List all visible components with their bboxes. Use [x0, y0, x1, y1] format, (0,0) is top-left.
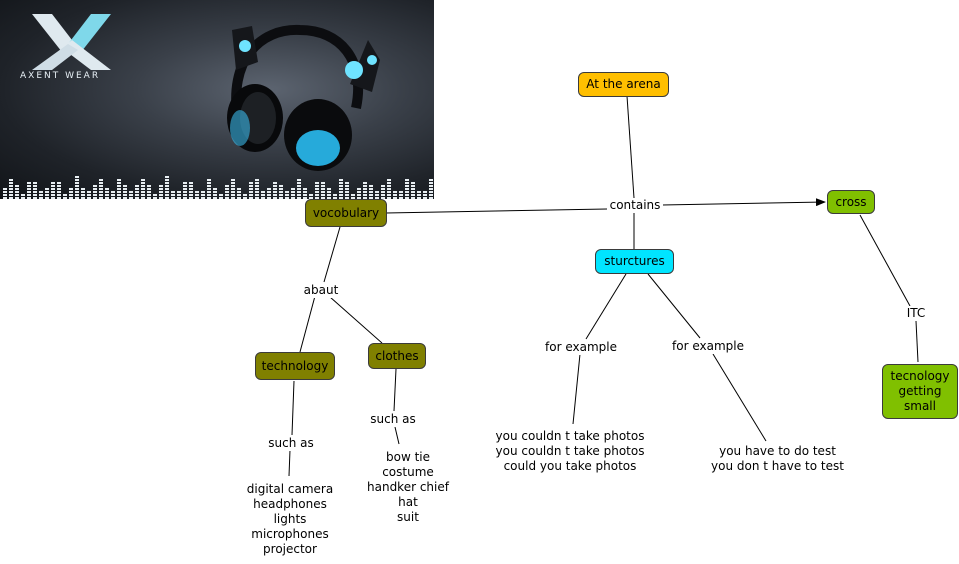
concept-tecnology-getting-small[interactable]: tecnology getting small	[882, 364, 958, 419]
link-vocobulary-abaut	[323, 226, 341, 283]
equalizer-bars	[3, 176, 433, 199]
concept-technology[interactable]: technology	[255, 352, 335, 380]
link-contains-vocobulary	[385, 208, 608, 214]
link-itc-tecnology	[915, 320, 919, 363]
list-test-examples: you have to do test you don t have to te…	[711, 444, 844, 473]
link-sturctures-forexample2	[647, 273, 701, 339]
phrase-for-example-photos: for example	[540, 340, 622, 355]
list-technology-items: digital camera headphones lights microph…	[246, 482, 334, 556]
cat-ear-headphones-icon	[227, 24, 380, 171]
banner-art	[3, 14, 433, 199]
link-abaut-technology	[299, 295, 316, 353]
concept-clothes[interactable]: clothes	[368, 343, 426, 369]
link-sturctures-forexample1	[585, 273, 627, 340]
concept-vocobulary[interactable]: vocobulary	[305, 199, 387, 227]
x-logo-icon	[32, 14, 111, 70]
link-suchas-clothesitems	[394, 426, 400, 445]
phrase-such-as-technology: such as	[264, 436, 318, 451]
phrase-itc: ITC	[902, 306, 930, 321]
concept-sturctures[interactable]: sturctures	[595, 249, 674, 274]
link-technology-suchas	[291, 380, 295, 436]
link-suchas-techitems	[288, 449, 291, 477]
link-cross-itc	[859, 214, 911, 307]
phrase-abaut: abaut	[300, 283, 342, 298]
list-clothes-items: bow tie costume handker chief hat suit	[367, 450, 449, 524]
link-contains-cross	[661, 198, 826, 207]
link-forexample2-test	[712, 353, 767, 442]
concept-cross[interactable]: cross	[827, 190, 875, 214]
concept-at-the-arena[interactable]: At the arena	[578, 72, 669, 97]
phrase-contains: contains	[607, 198, 663, 213]
list-photos-examples: you couldn t take photos you couldn t ta…	[495, 429, 645, 473]
phrase-for-example-test: for example	[667, 339, 749, 354]
link-abaut-clothes	[329, 296, 383, 344]
link-forexample1-photos	[572, 353, 581, 425]
phrase-such-as-clothes: such as	[366, 412, 420, 427]
banner-image: AXENT WEAR	[0, 0, 434, 199]
brand-text: AXENT WEAR	[20, 71, 101, 81]
link-arena-contains	[626, 95, 635, 199]
link-clothes-suchas	[393, 368, 397, 412]
